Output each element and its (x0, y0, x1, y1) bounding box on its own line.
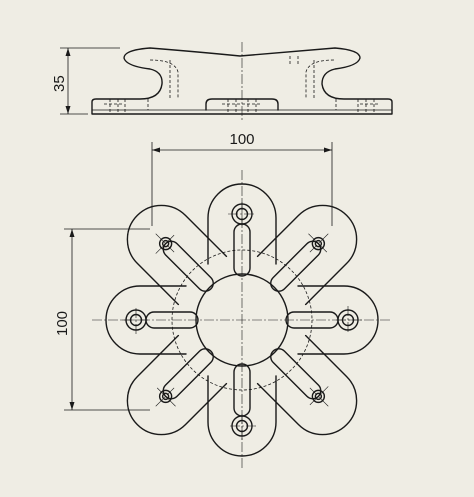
petal-bottom-left-hole-centerline-v (155, 386, 176, 407)
petal-fillet-2 (295, 339, 307, 351)
side-view-horn-right-hidden (305, 59, 335, 99)
petal-top-right (256, 204, 358, 306)
petal-bottom-left (126, 334, 228, 436)
petal-bottom-right-outline (256, 334, 358, 436)
side-view-hidden-features (104, 56, 380, 114)
side-view-horn-left-hidden (149, 59, 179, 99)
petal-fillet-7 (212, 255, 224, 267)
petal-top-left-hole-centerline-v (155, 233, 176, 254)
petal-fillet-6 (177, 290, 189, 302)
petal-top-right-hole-centerline-v (308, 233, 329, 254)
dimension-35-label: 35 (51, 75, 68, 92)
petal-left-slot (145, 311, 199, 329)
petal-bottom-left-outline (126, 334, 228, 436)
dimension-100-vertical: 100 (54, 228, 150, 411)
side-view: 35 (51, 42, 393, 120)
petal-top-left-outline (126, 204, 228, 306)
petal-fillet-1 (295, 290, 307, 302)
petal-right-slot (285, 311, 339, 329)
dimension-100-horizontal-label: 100 (229, 131, 254, 148)
petal-top-slot (233, 223, 251, 277)
petal-fillet-4 (212, 373, 224, 385)
dimension-35: 35 (51, 47, 120, 115)
petal-bottom-right (256, 334, 358, 436)
petal-bottom-slot (233, 363, 251, 417)
petal-top-left (126, 204, 228, 306)
side-view-profile (91, 47, 393, 115)
petal-top-right-outline (256, 204, 358, 306)
petal-fillet-5 (177, 339, 189, 351)
petal-fillet-0 (261, 255, 273, 267)
top-view: 100 100 (54, 131, 392, 470)
petal-fillet-3 (261, 373, 273, 385)
dimension-100-horizontal: 100 (151, 131, 333, 226)
dimension-100-vertical-label: 100 (54, 311, 71, 336)
